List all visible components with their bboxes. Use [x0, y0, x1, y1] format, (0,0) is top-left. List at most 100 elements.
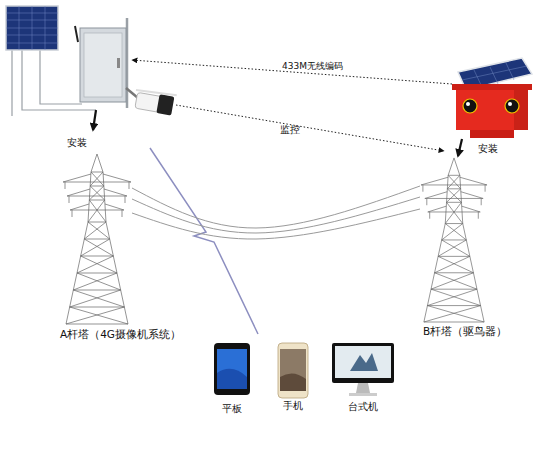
tower-lattice: [105, 204, 124, 210]
tower-lattice: [91, 172, 103, 173]
phone-device: 手机: [278, 343, 308, 398]
device-label: 台式机: [348, 401, 378, 413]
tower-lattice: [67, 189, 90, 196]
solar-panel: [6, 6, 58, 50]
tower-label: B杆塔（驱鸟器）: [423, 325, 507, 338]
tower-lattice: [77, 273, 121, 290]
tower-lattice: [73, 290, 124, 307]
tower-lattice: [426, 198, 427, 205]
tower-lattice: [81, 256, 114, 257]
repeller-lid: [452, 84, 532, 90]
desktop-device-art: [332, 343, 394, 397]
tower-lattice: [125, 196, 126, 203]
tower-lattice: [88, 222, 106, 223]
tower-lattice: [445, 202, 461, 223]
transmission-tower-art: [420, 156, 488, 322]
tower-lattice: [425, 192, 447, 199]
tower-lattice: [77, 256, 113, 273]
tablet-wallpaper: [217, 369, 247, 389]
install-arrow: [93, 110, 96, 130]
tower-lattice: [447, 189, 461, 203]
tower-label: A杆塔（4G摄像机系统）: [60, 328, 181, 341]
tower-lattice: [103, 174, 131, 182]
tower-lattice: [77, 273, 117, 274]
tablet-device: 平板: [214, 343, 250, 395]
tower-lattice: [438, 256, 470, 257]
transmission-tower: A杆塔（4G摄像机系统）: [62, 152, 132, 324]
camera: [133, 88, 177, 116]
monitor-wallpaper: [350, 353, 378, 371]
power-line: [132, 197, 420, 233]
tower-lattice: [485, 185, 486, 192]
tower-lattice: [442, 240, 470, 256]
tower-lattice: [427, 305, 480, 306]
tower-lattice: [90, 172, 103, 186]
repeller-panel-grid: [462, 63, 527, 87]
power-line: [132, 186, 420, 228]
tower-lattice: [428, 206, 446, 212]
tower-lattice: [90, 186, 105, 200]
tower-lattice: [63, 174, 91, 182]
tower-lattice: [73, 290, 120, 291]
repeller-eye-highlight: [466, 102, 470, 106]
tower-lattice: [447, 202, 462, 203]
tower-lattice: [84, 239, 113, 256]
tower-lattice: [90, 186, 104, 187]
tower-lattice: [84, 239, 109, 240]
tower-lattice: [447, 189, 461, 203]
monitor-base: [349, 393, 377, 396]
tower-lattice: [427, 306, 484, 322]
tower-lattice: [448, 175, 460, 176]
tower-lattice: [70, 307, 128, 324]
tower-lattice: [424, 306, 481, 322]
tower-lattice: [438, 240, 466, 256]
annotation-label: 433M无线编码: [282, 61, 343, 72]
tower-lattice: [435, 272, 474, 273]
transmission-tower-art: [62, 152, 132, 324]
phone-device-art: [278, 343, 308, 398]
tower-lattice: [435, 273, 477, 289]
tower-lattice: [88, 222, 110, 239]
tower-lattice: [89, 200, 106, 222]
tower-lattice: [428, 211, 480, 212]
bird-repeller: [456, 90, 528, 130]
tower-lattice: [438, 256, 473, 272]
phone-body: [278, 343, 308, 398]
tower-lattice: [122, 210, 123, 217]
tower-lattice: [70, 290, 121, 307]
tower-lattice: [67, 196, 127, 197]
tower-lattice: [81, 239, 110, 256]
tower-lattice: [442, 224, 463, 240]
tower-lattice: [104, 189, 127, 196]
repeller-base: [470, 130, 514, 138]
phone-screen: [280, 349, 306, 391]
solar-panel-grid: [6, 6, 58, 50]
tower-lattice: [442, 239, 467, 240]
tower-lattice: [481, 198, 482, 205]
annotation-label: 监控: [280, 124, 300, 136]
monitor-frame: [332, 343, 394, 383]
tower-lattice: [421, 177, 448, 185]
tower-lattice: [427, 289, 477, 305]
tower-lattice: [448, 175, 460, 189]
transmission-tower: B杆塔（驱鸟器）: [420, 156, 488, 322]
tower-lattice: [73, 273, 117, 290]
tower-lattice: [91, 172, 104, 186]
tower-lattice: [460, 177, 487, 185]
tower-lattice: [445, 224, 466, 240]
wireless-link-arrow: [132, 60, 452, 84]
repeller-eye: [463, 99, 477, 113]
tower-lattice: [69, 196, 70, 203]
tablet-device-art: [214, 343, 250, 395]
tower-lattice: [81, 256, 117, 273]
tower-lattice: [63, 182, 131, 183]
tower-lattice: [447, 175, 459, 189]
device-label: 手机: [283, 400, 303, 412]
tower-lattice: [421, 184, 487, 185]
wireless-signal-bolt: [150, 148, 258, 334]
tower-lattice: [431, 273, 473, 289]
tower-lattice: [429, 212, 430, 219]
tower-lattice: [66, 324, 128, 325]
